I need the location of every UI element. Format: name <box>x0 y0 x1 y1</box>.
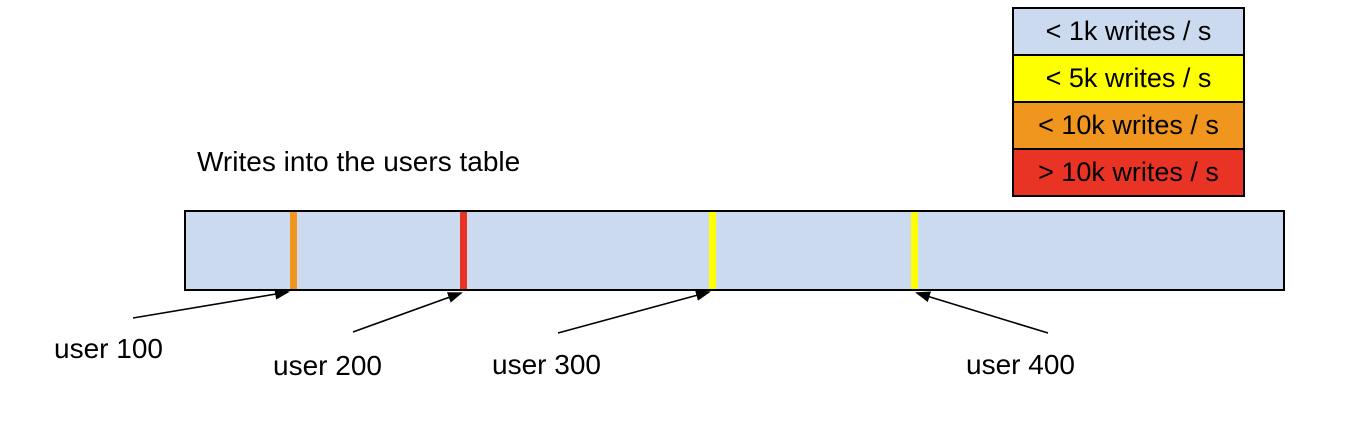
arrow-to-user-300 <box>557 290 711 334</box>
arrow-to-user-100 <box>132 288 290 319</box>
legend-item-lt-1k: < 1k writes / s <box>1012 7 1245 56</box>
write-hotspot-marker-user-300 <box>709 212 716 289</box>
arrow-to-user-200 <box>352 292 463 333</box>
user-200-label: user 200 <box>273 350 382 381</box>
users-table-bar <box>184 210 1285 291</box>
arrow-to-user-400 <box>915 291 1049 334</box>
write-rate-legend: < 1k writes / s < 5k writes / s < 10k wr… <box>1012 7 1245 197</box>
user-300-label: user 300 <box>492 349 601 380</box>
write-hotspot-marker-user-200 <box>460 212 467 289</box>
legend-item-lt-10k: < 10k writes / s <box>1012 101 1245 150</box>
legend-item-gt-10k: > 10k writes / s <box>1012 148 1245 197</box>
diagram-title: Writes into the users table <box>197 146 521 177</box>
write-hotspot-marker-user-400 <box>911 212 918 289</box>
user-100-label: user 100 <box>54 333 163 364</box>
legend-item-lt-5k: < 5k writes / s <box>1012 54 1245 103</box>
user-400-label: user 400 <box>966 349 1075 380</box>
write-hotspot-marker-user-100 <box>290 212 297 289</box>
